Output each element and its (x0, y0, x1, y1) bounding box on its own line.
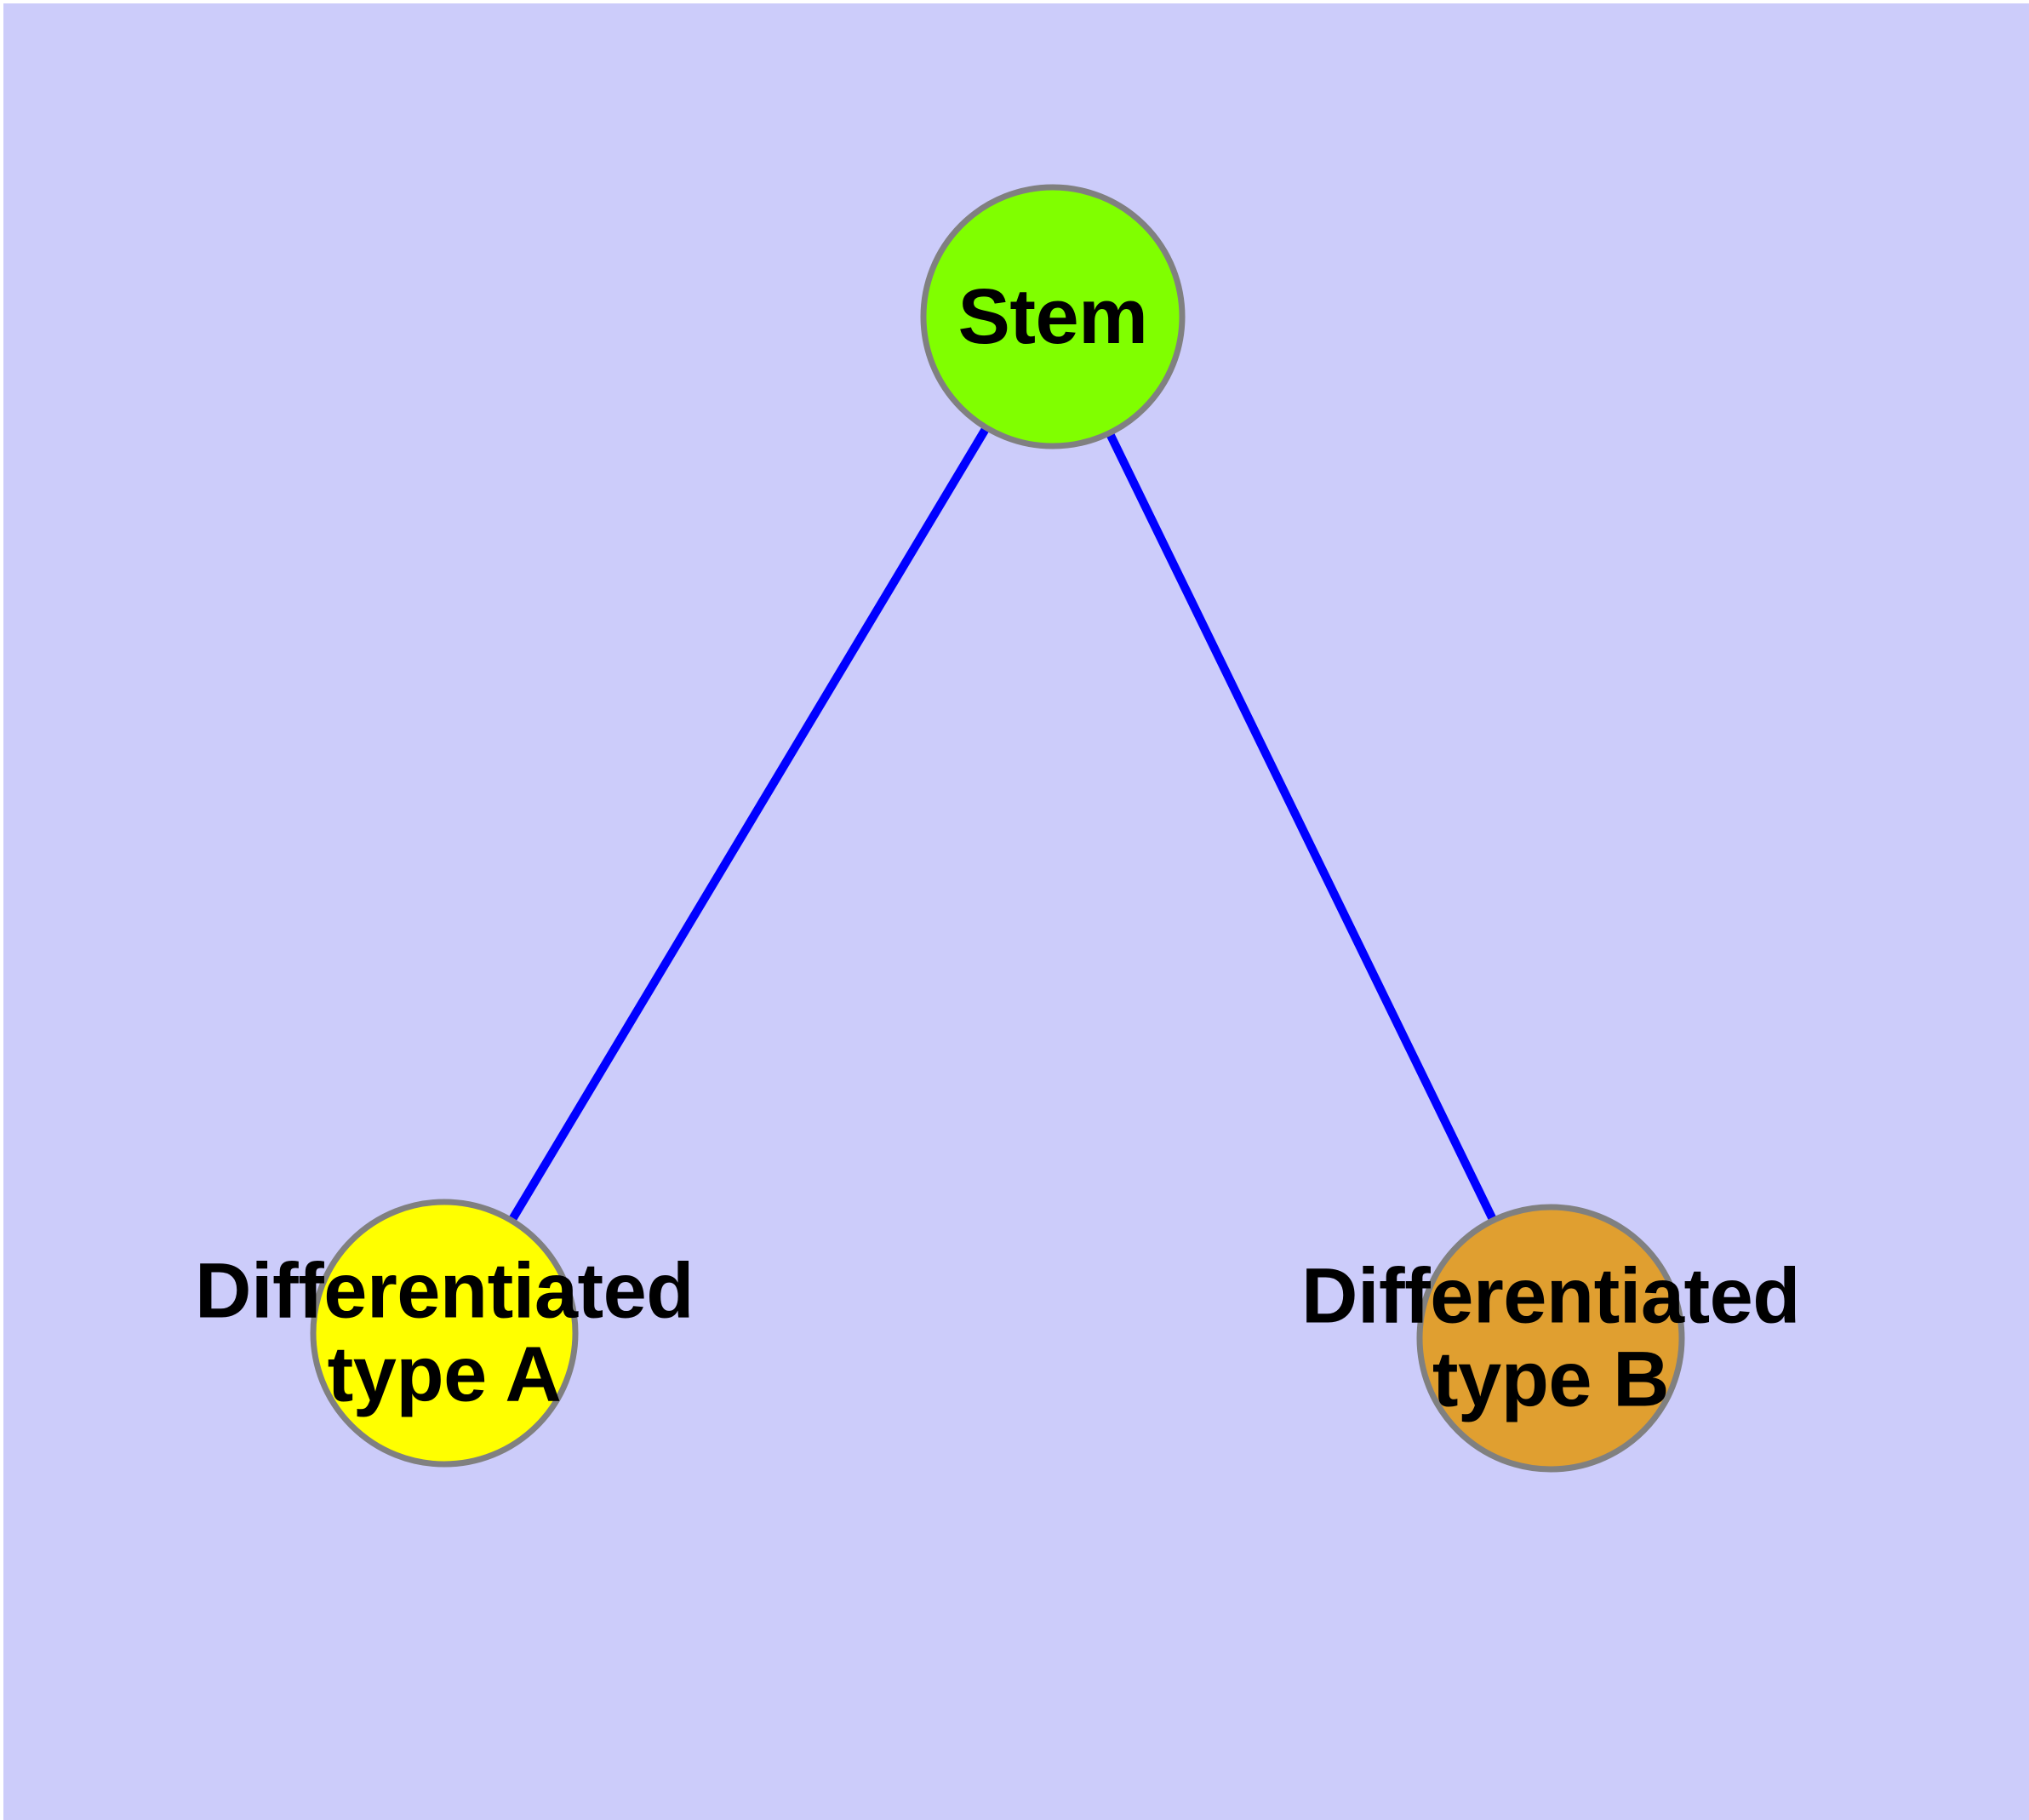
node-diff-b[interactable] (1416, 1204, 1685, 1473)
edge-layer (506, 422, 1499, 1226)
node-layer (310, 184, 1685, 1473)
edge-stem-diff-b (1104, 427, 1499, 1226)
edge-stem-diff-a (506, 422, 992, 1226)
node-diff-a[interactable] (310, 1199, 579, 1468)
node-stem[interactable] (920, 184, 1186, 449)
